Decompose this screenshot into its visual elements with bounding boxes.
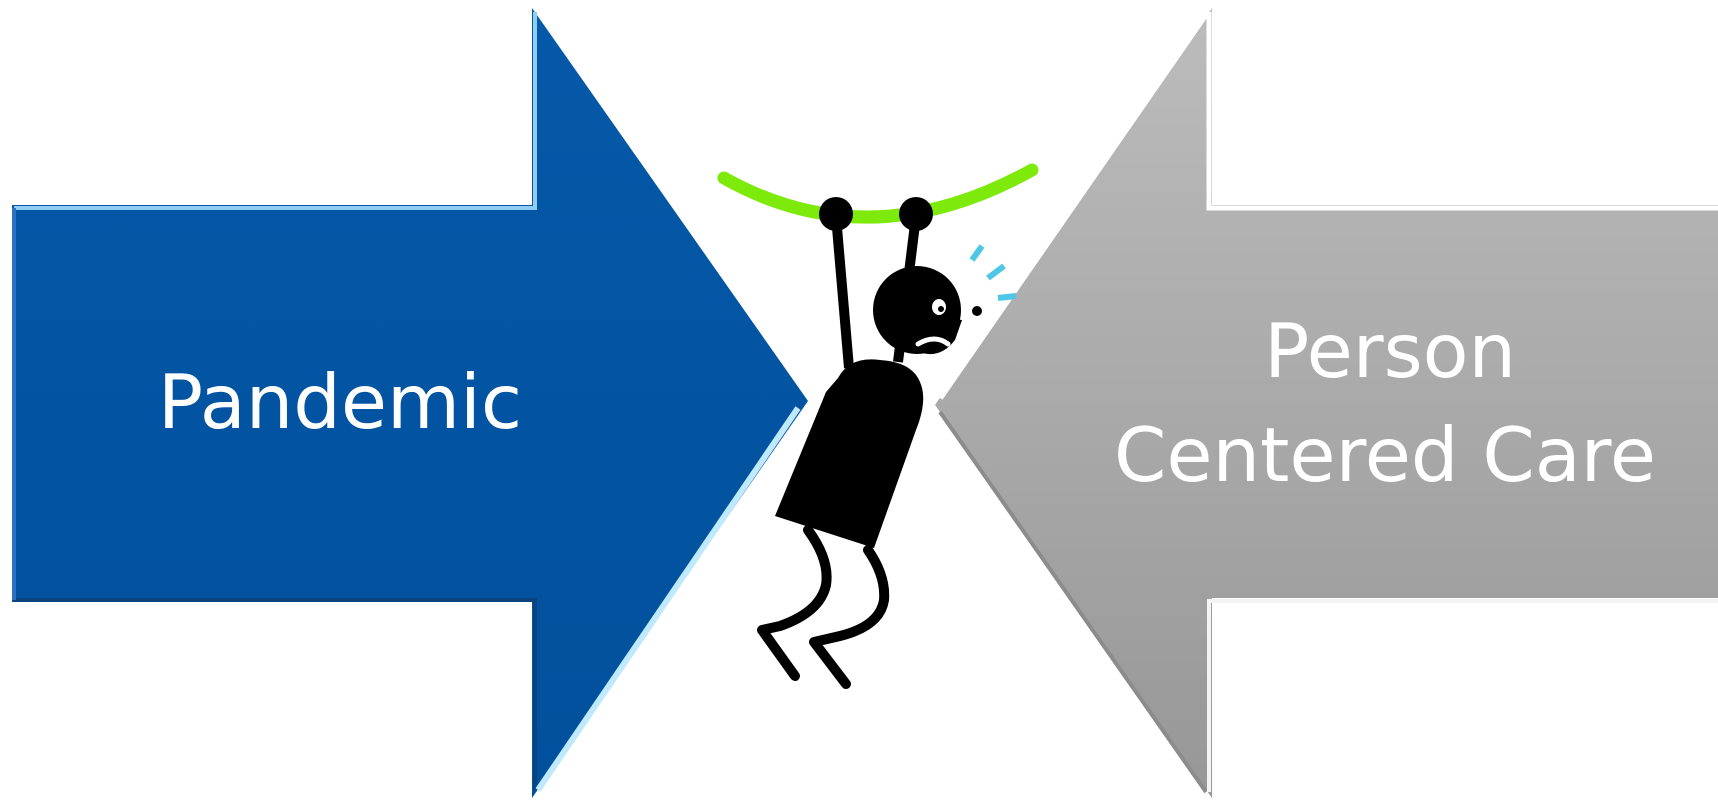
pandemic-label: Pandemic — [158, 358, 522, 446]
left-leg — [757, 525, 832, 681]
sweat-mark-2 — [986, 263, 1006, 281]
pandemic-arrow: Pandemic — [12, 8, 808, 798]
grimace-mouth — [915, 336, 951, 347]
person-centered-care-arrow-bevel-top — [1206, 12, 1718, 211]
person-centered-care-arrow-shape — [935, 8, 1718, 798]
left-hand — [819, 197, 853, 231]
pandemic-arrow-bevel-bottom — [14, 598, 537, 790]
stick-figure-hanging-icon — [717, 163, 1039, 689]
person-centered-care-label-line1: Person — [1264, 307, 1516, 395]
person-centered-care-arrow-bevel-bottom-tip — [938, 410, 1208, 794]
person-centered-care-arrow-bevel-tip — [937, 12, 1209, 400]
person-centered-care-arrow: Person Centered Care — [935, 8, 1718, 798]
pandemic-arrow-bevel-top — [14, 12, 537, 210]
person-centered-care-label: Person Centered Care — [1114, 307, 1656, 499]
sweat-mark-1 — [969, 244, 985, 262]
pandemic-arrow-bevel-tip — [535, 406, 801, 792]
left-arm — [831, 215, 854, 369]
sweat-mark-3 — [997, 293, 1017, 301]
nose-dot — [972, 306, 982, 316]
right-leg — [809, 545, 890, 689]
right-hand — [899, 197, 933, 231]
person-centered-care-arrow-bevel-bottom — [1207, 599, 1718, 792]
torso — [775, 359, 924, 548]
hanging-bar — [717, 163, 1039, 224]
person-centered-care-label-line2: Centered Care — [1114, 411, 1656, 499]
pupil — [938, 306, 944, 312]
